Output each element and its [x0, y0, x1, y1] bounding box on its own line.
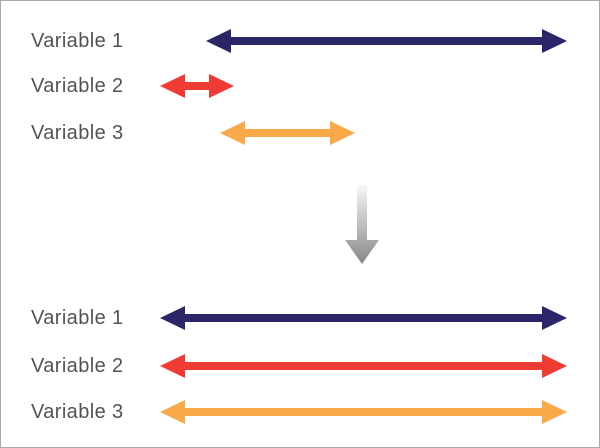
down-arrow-icon	[345, 185, 379, 264]
before-arrow-variable-3	[220, 121, 355, 145]
before-arrow-variable-1	[206, 29, 567, 53]
after-arrow-variable-1	[160, 306, 567, 330]
after-arrow-variable-3	[160, 400, 567, 424]
before-label-variable-1: Variable 1	[31, 30, 124, 52]
before-arrow-variable-2	[160, 74, 234, 98]
after-label-variable-2: Variable 2	[31, 355, 124, 377]
after-label-variable-1: Variable 1	[31, 307, 124, 329]
before-label-variable-3: Variable 3	[31, 122, 124, 144]
before-label-variable-2: Variable 2	[31, 75, 124, 97]
after-label-variable-3: Variable 3	[31, 401, 124, 423]
after-arrow-variable-2	[160, 354, 567, 378]
